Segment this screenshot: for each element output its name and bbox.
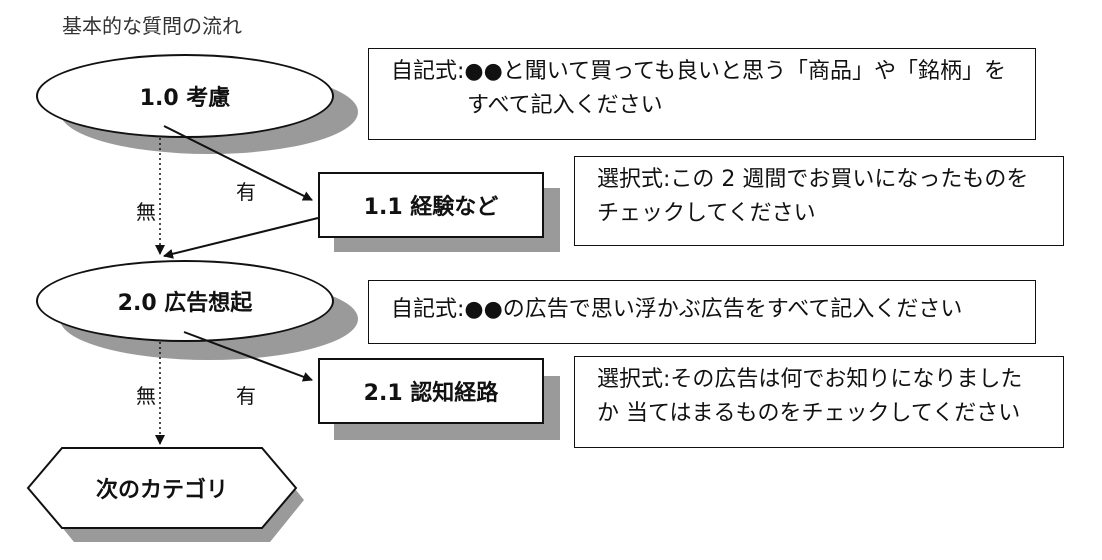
arrow-yes-1 [163, 125, 313, 201]
branch-label-yes: 有 [236, 180, 256, 204]
note-text: か 当てはまるものをチェックしてください [597, 401, 1021, 426]
arrow-return [163, 217, 319, 259]
note-free-entry-products: 自記式:●●と聞いて買っても良いと思う「商品」や「銘柄」を すべて記入ください [368, 48, 1036, 140]
note-choice-purchases: 選択式:この 2 週間でお買いになったものを チェックしてください [574, 156, 1064, 246]
branch-label-no: 無 [136, 200, 156, 224]
branch-label-no: 無 [136, 384, 156, 408]
arrow-yes-2 [183, 331, 313, 382]
note-free-entry-ads: 自記式:●●の広告で思い浮かぶ広告をすべて記入ください [368, 280, 1036, 344]
note-choice-channels: 選択式:その広告は何でお知りになりました か 当てはまるものをチェックしてくださ… [574, 356, 1064, 448]
note-text: 選択式:この 2 週間でお買いになったものを [597, 167, 1029, 192]
note-text: 自記式:●●と聞いて買っても良いと思う「商品」や「銘柄」を [391, 59, 1006, 84]
note-text: 自記式:●●の広告で思い浮かぶ広告をすべて記入ください [391, 297, 963, 322]
node-next-category: 次のカテゴリ [95, 478, 228, 503]
node-next-category-shape [26, 447, 298, 529]
node-ad-recall: 2.0 広告想起 [36, 260, 334, 342]
diagram-title: 基本的な質問の流れ [62, 14, 242, 38]
note-text: チェックしてください [597, 201, 816, 226]
note-text: すべて記入ください [467, 93, 663, 118]
node-awareness-path: 2.1 認知経路 [318, 358, 544, 424]
branch-label-yes: 有 [236, 384, 256, 408]
node-experience: 1.1 経験など [318, 172, 544, 238]
note-text: 選択式:その広告は何でお知りになりました [597, 367, 1023, 392]
